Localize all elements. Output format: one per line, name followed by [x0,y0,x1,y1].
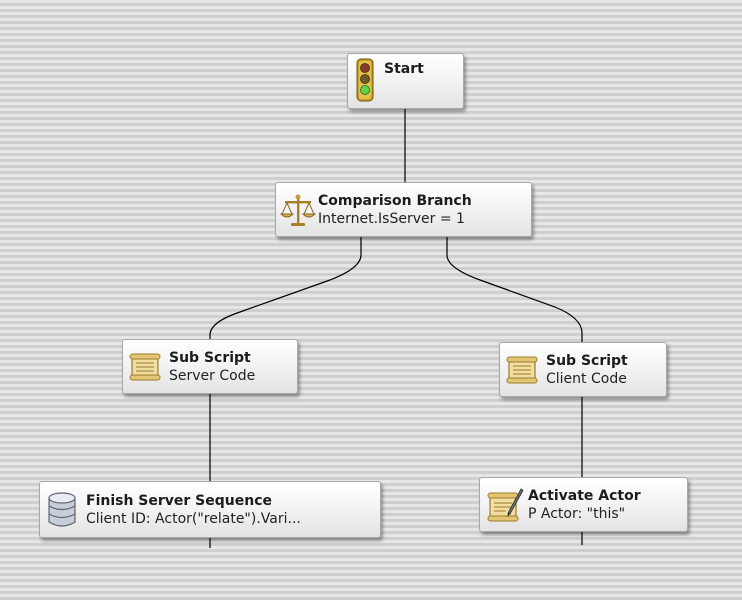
node-sub-client-title: Sub Script [546,352,628,369]
node-start[interactable]: Start [347,53,464,109]
connector-branch-to-client [446,237,583,342]
scroll-icon [506,355,538,385]
node-comparison-branch[interactable]: Comparison Branch Internet.IsServer = 1 [275,182,532,237]
traffic-light-icon [354,58,376,102]
node-sub-server-label: Server Code [169,367,256,384]
node-sub-server-title: Sub Script [169,349,251,366]
node-activate-actor-param: P Actor: "this" [528,505,626,522]
scales-icon [280,192,316,228]
node-sub-script-client[interactable]: Sub Script Client Code [499,342,667,397]
scroll-icon [129,352,161,382]
node-activate-title: Activate Actor [528,487,641,504]
scroll-pen-icon [484,486,524,524]
node-start-title: Start [384,61,424,77]
node-sub-script-server[interactable]: Sub Script Server Code [122,339,298,394]
node-activate-actor[interactable]: Activate Actor P Actor: "this" [479,477,688,532]
node-comparison-condition: Internet.IsServer = 1 [318,210,465,227]
node-finish-title: Finish Server Sequence [86,492,273,509]
node-comparison-title: Comparison Branch [318,192,472,209]
connector-branch-to-server [209,237,362,339]
node-sub-client-label: Client Code [546,370,627,387]
node-finish-server-sequence[interactable]: Finish Server Sequence Client ID: Actor(… [39,481,381,538]
node-finish-client-id: Client ID: Actor("relate").Vari... [86,510,301,527]
database-icon [46,491,78,529]
